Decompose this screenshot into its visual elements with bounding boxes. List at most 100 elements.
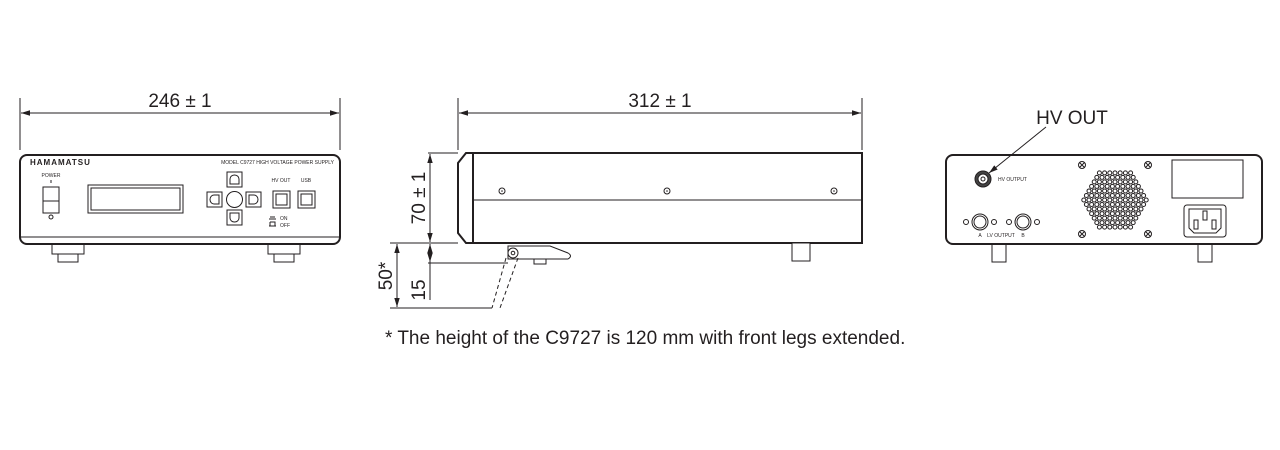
fan-hole — [1135, 183, 1141, 189]
fan-hole — [1141, 192, 1147, 198]
fan-hole — [1120, 183, 1126, 189]
fan-hole — [1107, 170, 1113, 176]
brand-logo: HAMAMATSU — [30, 158, 91, 167]
lv-output-connector-a — [963, 213, 997, 231]
fan-hole — [1128, 197, 1134, 203]
fan-hole — [1107, 206, 1113, 212]
fan-hole — [1135, 211, 1141, 217]
up-button[interactable] — [226, 171, 243, 188]
fan-hole — [1102, 206, 1108, 212]
fan-hole — [1115, 220, 1121, 226]
label-plate — [1171, 159, 1244, 199]
fan-hole — [1133, 179, 1139, 185]
fan-hole — [1115, 183, 1121, 189]
fan-hole — [1143, 197, 1149, 203]
fan-hole — [1091, 206, 1097, 212]
fan-hole — [1130, 202, 1136, 208]
fan-hole — [1096, 170, 1102, 176]
screw — [1078, 161, 1086, 169]
fan-hole — [1102, 215, 1108, 221]
right-button[interactable] — [245, 191, 262, 208]
fan-hole — [1130, 211, 1136, 217]
fan-hole — [1122, 188, 1128, 194]
left-button[interactable] — [206, 191, 223, 208]
fan-hole — [1104, 192, 1110, 198]
fan-hole — [1138, 188, 1144, 194]
fan-hole — [1104, 211, 1110, 217]
fan-hole — [1104, 183, 1110, 189]
fan-hole — [1122, 179, 1128, 185]
length-dimension-label: 312 ± 1 — [628, 91, 691, 112]
fan-hole — [1107, 215, 1113, 221]
foot — [991, 242, 1007, 263]
fan-hole — [1128, 170, 1134, 176]
fan-hole — [1091, 197, 1097, 203]
fan-hole — [1117, 215, 1123, 221]
fan-hole — [1094, 220, 1100, 226]
screw — [663, 187, 671, 195]
fan-hole — [1112, 224, 1118, 230]
fan-hole — [1112, 188, 1118, 194]
fan-hole — [1130, 192, 1136, 198]
fan-hole — [1102, 188, 1108, 194]
fan-hole — [1094, 202, 1100, 208]
fan-hole — [1086, 197, 1092, 203]
fan-hole — [1099, 192, 1105, 198]
down-button[interactable] — [226, 209, 243, 226]
lv-a-label: A — [978, 233, 982, 239]
fan-hole — [1141, 202, 1147, 208]
fan-hole — [1117, 179, 1123, 185]
screw — [1144, 230, 1152, 238]
fan-hole — [1138, 206, 1144, 212]
fan-hole — [1120, 220, 1126, 226]
fan-hole — [1086, 206, 1092, 212]
fan-hole — [1117, 224, 1123, 230]
fan-hole — [1109, 183, 1115, 189]
fan-hole — [1096, 188, 1102, 194]
enter-button[interactable] — [226, 191, 243, 208]
side-body — [457, 152, 863, 244]
fan-hole — [1112, 206, 1118, 212]
fan-hole — [1096, 215, 1102, 221]
fan-hole — [1112, 179, 1118, 185]
screw — [498, 187, 506, 195]
model-label: MODEL C9727 HIGH VOLTAGE POWER SUPPLY — [221, 160, 335, 166]
fan-hole — [1133, 215, 1139, 221]
fan-hole — [1107, 197, 1113, 203]
fan-hole — [1117, 197, 1123, 203]
fan-hole — [1112, 197, 1118, 203]
fan-hole — [1115, 192, 1121, 198]
fan-hole — [1133, 188, 1139, 194]
fan-hole — [1135, 202, 1141, 208]
fan-hole — [1125, 174, 1131, 180]
hv-output-label: HV OUTPUT — [998, 177, 1027, 183]
fan-hole — [1094, 211, 1100, 217]
fan-hole — [1099, 183, 1105, 189]
power-switch[interactable] — [42, 186, 60, 214]
power-inlet — [1183, 204, 1227, 238]
fan-hole — [1128, 224, 1134, 230]
fan-hole — [1115, 211, 1121, 217]
fan-hole — [1083, 192, 1089, 198]
fan-hole — [1133, 206, 1139, 212]
fan-hole — [1089, 192, 1095, 198]
fan-hole — [1102, 170, 1108, 176]
fan-hole — [1099, 174, 1105, 180]
fan-hole — [1104, 174, 1110, 180]
fan-hole — [1096, 224, 1102, 230]
fan-hole — [1091, 215, 1097, 221]
fan-hole — [1086, 188, 1092, 194]
fan-hole — [1120, 174, 1126, 180]
direction-pad[interactable] — [206, 171, 262, 226]
fan-hole — [1128, 179, 1134, 185]
fan-hole — [1109, 220, 1115, 226]
fan-hole — [1117, 206, 1123, 212]
front-leg — [491, 245, 571, 309]
fan-hole — [1128, 215, 1134, 221]
power-label: POWER — [42, 173, 61, 179]
fan-hole — [1130, 220, 1136, 226]
foot — [1197, 242, 1213, 263]
hv-out-label: HV OUT — [272, 178, 291, 184]
rear-view: HV OUT HV OUTPUT A LV OUTPUT B — [945, 108, 1263, 263]
